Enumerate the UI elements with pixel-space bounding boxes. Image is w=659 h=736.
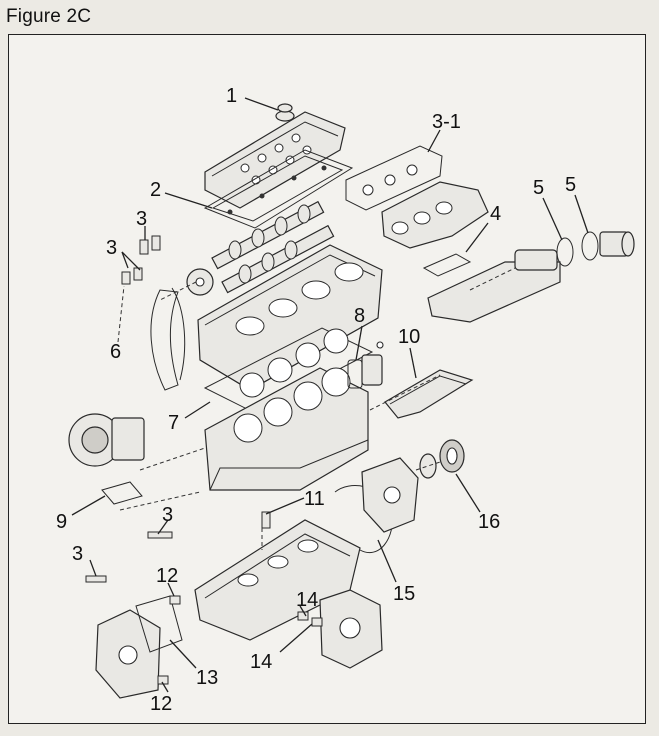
cam-sprocket	[186, 268, 214, 296]
front-crank-seal	[419, 439, 465, 479]
callout-3: 3	[106, 237, 117, 259]
engine-block	[204, 367, 369, 491]
gasket-rings	[556, 231, 599, 267]
callout-12: 12	[150, 693, 172, 715]
intake-manifold	[381, 181, 489, 249]
callout-8: 8	[354, 305, 365, 327]
leader-lines	[71, 97, 589, 693]
callout-3: 3	[72, 543, 83, 565]
dashed-assembly-lines	[119, 267, 516, 550]
turbo-gasket	[101, 481, 143, 505]
callout-11: 11	[304, 488, 325, 510]
callout-1: 1	[226, 85, 237, 107]
callout-3-1: 3-1	[432, 111, 461, 133]
callout-2: 2	[150, 179, 161, 201]
timing-cover	[361, 457, 419, 533]
exhaust-gasket	[345, 145, 443, 211]
throttle-body	[599, 231, 635, 257]
oil-pan	[194, 519, 361, 641]
callout-3: 3	[162, 504, 173, 526]
callout-5: 5	[533, 177, 544, 199]
figure-title: Figure 2C	[6, 6, 92, 27]
rear-housing-gasket	[135, 595, 183, 653]
callout-13: 13	[196, 667, 218, 689]
valve-cover-gasket	[203, 149, 354, 229]
side-cover	[384, 369, 474, 419]
callout-7: 7	[168, 412, 179, 434]
head-gasket	[203, 327, 374, 414]
callout-14: 14	[250, 651, 272, 673]
callout-labels: 1 2 3 3 3 3 3 3-1 4 5 5 6 7 8 9 10 11 12…	[56, 85, 576, 715]
intake-plenum	[427, 249, 561, 323]
callout-3: 3	[136, 208, 147, 230]
throttle-gasket	[422, 253, 472, 277]
camshaft	[211, 200, 335, 294]
callout-16: 16	[478, 511, 500, 533]
front-cover	[319, 589, 383, 669]
callout-6: 6	[110, 341, 121, 363]
valve-cover	[204, 111, 346, 209]
turbocharger	[68, 413, 145, 467]
callout-10: 10	[398, 326, 420, 348]
callout-4: 4	[490, 203, 501, 225]
oil-filler-cap	[275, 103, 295, 122]
water-outlet-gasket	[347, 341, 384, 389]
bolts	[85, 235, 323, 685]
callout-15: 15	[393, 583, 415, 605]
callout-14: 14	[296, 589, 318, 611]
rear-housing	[95, 609, 161, 699]
callout-12: 12	[156, 565, 178, 587]
callout-5: 5	[565, 174, 576, 196]
callout-9: 9	[56, 511, 67, 533]
timing-chain	[150, 287, 186, 391]
cylinder-head	[197, 244, 383, 391]
